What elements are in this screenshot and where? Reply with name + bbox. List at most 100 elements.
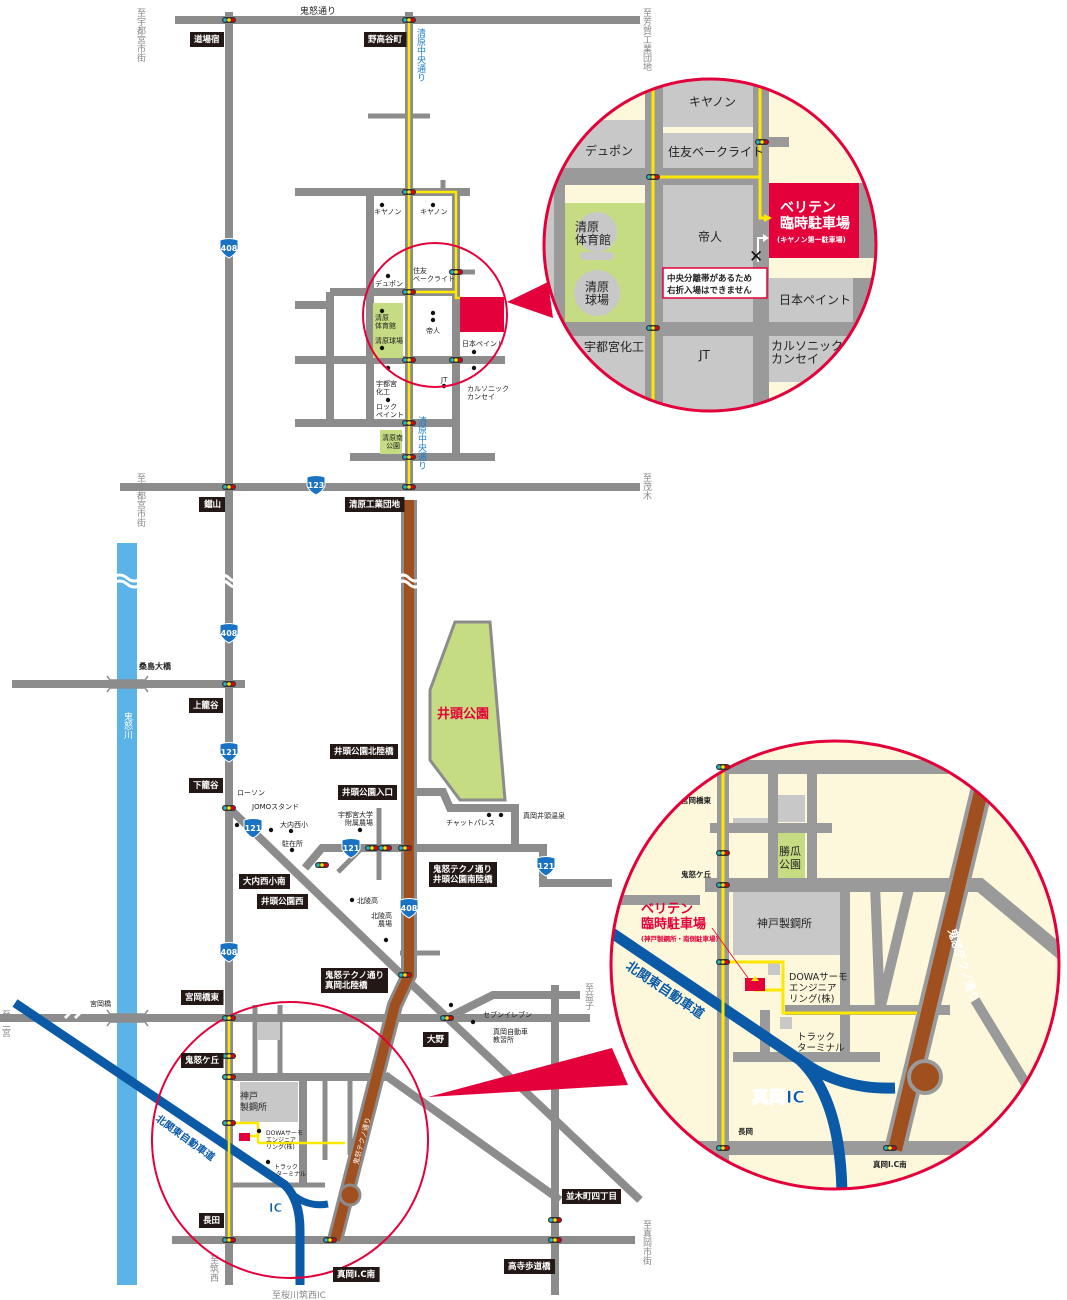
intersection-igashira-kita: 井頭公園北陸橋	[330, 744, 399, 759]
no-right-turn-mark: ✕	[749, 247, 763, 267]
inset1-nippon-paint: 日本ペイント	[779, 293, 851, 307]
svg-text:121: 121	[221, 748, 238, 757]
landmark-dot-icon	[486, 812, 492, 818]
traffic-signal-icon	[402, 357, 416, 363]
intersection-kiyohara-kogyo: 清原工業団地	[345, 497, 405, 512]
traffic-signal-icon	[402, 454, 416, 460]
landmark-dot-icon	[288, 828, 294, 834]
road-network	[0, 12, 643, 1295]
route-121-shield: 121	[341, 838, 361, 859]
inset1-stadium: 清原球場	[585, 280, 609, 307]
route-408-shield: 408	[219, 942, 239, 963]
landmark-minami-park: 清原南公園	[382, 433, 403, 450]
landmark-dot-icon	[379, 308, 385, 314]
svg-text:宮岡橋東: 宮岡橋東	[185, 992, 220, 1003]
traffic-signal-icon	[883, 1145, 897, 1151]
traffic-signal-icon	[716, 764, 730, 770]
svg-text:121: 121	[245, 824, 262, 833]
direction-motegi: 至茂木	[641, 473, 652, 501]
kinu-river	[117, 543, 137, 1285]
label-background	[181, 990, 224, 1005]
inset2-truck: トラックターミナル	[797, 1032, 845, 1054]
traffic-signal-icon	[716, 850, 730, 856]
moka-ic-label: 真岡IC	[245, 1200, 282, 1215]
label-background	[345, 497, 405, 512]
landmarks: キヤノン キヤノン 住友ベークライト デュポン 清原体育館 清原球場 帝人 日本…	[234, 202, 565, 1178]
moka-ic-ramp	[285, 1187, 329, 1209]
label-background	[181, 1053, 224, 1068]
traffic-signal-icon	[222, 805, 236, 811]
intersection-moka-ic-minami: 真岡I.C南	[333, 1267, 380, 1282]
label-background	[330, 744, 399, 759]
landmark-dot-icon	[385, 273, 391, 279]
landmark-dot-icon	[498, 812, 504, 818]
label-background	[257, 894, 309, 909]
callout-circle-moka	[151, 1001, 429, 1279]
svg-text:並木町四丁目: 並木町四丁目	[566, 1191, 617, 1202]
route-123-shield: 123	[306, 475, 326, 496]
svg-text:鐺山: 鐺山	[203, 499, 221, 510]
svg-text:鬼怒テクノ通り井頭公園南陸橋: 鬼怒テクノ通り井頭公園南陸橋	[433, 864, 493, 885]
label-background	[189, 778, 224, 793]
route-121-shield: 121	[243, 818, 263, 839]
traffic-signal-icon	[449, 357, 463, 363]
callout-pointer-moka	[428, 1048, 628, 1097]
inset2-parking-sub: (神戸製鋼所・南側駐車場)	[641, 934, 718, 943]
traffic-signal-icon	[323, 1237, 337, 1243]
intersection-techno-igashira-minami: 鬼怒テクノ通り井頭公園南陸橋	[429, 862, 498, 887]
traffic-signal-icon	[402, 17, 416, 23]
landmark-nippon-paint: 日本ペイント	[462, 339, 504, 348]
traffic-signal-icon	[716, 1145, 730, 1151]
inset2-kinugaoka: 鬼怒ケ丘	[681, 869, 711, 879]
landmark-dot-icon	[471, 365, 477, 371]
inset2-kobe: 神戸製鋼所	[757, 916, 812, 930]
inset2-parking-title: ベリテン臨時駐車場	[641, 902, 706, 932]
label-background	[504, 1259, 556, 1274]
label-background	[423, 1032, 449, 1047]
traffic-signal-icon	[222, 1074, 236, 1080]
traffic-signal-icon	[365, 845, 379, 851]
direction-chikusei: 至筑西	[208, 1255, 219, 1283]
label-background	[562, 1189, 622, 1204]
label-background	[189, 698, 224, 713]
direction-sakuragawa: 至桜川筑西IC	[272, 1289, 326, 1300]
label-background	[364, 32, 407, 47]
svg-text:123: 123	[308, 481, 325, 490]
route-shields: 408 408 408 408 123 121 121 121 121	[219, 238, 556, 963]
landmark-sumitomo: 住友ベークライト	[413, 266, 455, 283]
svg-text:清原工業団地: 清原工業団地	[349, 499, 401, 510]
traffic-signal-icon	[222, 484, 236, 490]
bridge-marks	[63, 675, 149, 1027]
landmark-canon-2: キヤノン	[420, 208, 447, 216]
traffic-signal-icon	[402, 484, 416, 490]
svg-text:121: 121	[343, 844, 360, 853]
igashira-park	[428, 620, 507, 802]
inset2-park: 勝瓜公園	[779, 844, 801, 871]
bridge-kuwajima: 桑島大橋	[138, 661, 172, 671]
traffic-signal-icon	[402, 189, 416, 195]
traffic-signal-icon	[440, 1015, 454, 1021]
landmark-dot-icon	[448, 1002, 454, 1008]
landmark-dot-icon	[256, 1128, 262, 1134]
traffic-signal-icon	[716, 959, 730, 965]
intersection-takadera: 高寺歩道橋	[504, 1259, 556, 1274]
inset2-nagaoka: 長岡	[738, 1127, 753, 1136]
landmark-calsonic: カルソニックカンセイ	[467, 385, 509, 401]
traffic-signal-icon	[222, 1053, 236, 1059]
landmark-kobe-steel: 神戸製鋼所	[240, 1090, 267, 1113]
traffic-signal-icon	[222, 1015, 236, 1021]
inset1-parking-sub: (キヤノン第一駐車場)	[777, 235, 846, 244]
inset1-notice: 中央分離帯があるため右折入場はできません	[666, 273, 752, 296]
landmark-police: 駐在所	[282, 839, 303, 848]
route-408-shield: 408	[219, 238, 239, 259]
svg-text:鬼怒ケ丘: 鬼怒ケ丘	[185, 1055, 220, 1066]
svg-text:大野: 大野	[427, 1034, 445, 1045]
traffic-signal-icon	[755, 139, 769, 145]
traffic-signal-icon	[646, 174, 660, 180]
landmark-dot-icon	[357, 827, 363, 833]
svg-text:鬼怒テクノ通り真岡北陸橋: 鬼怒テクノ通り真岡北陸橋	[325, 970, 384, 991]
kiyohara-sports-park	[373, 303, 403, 358]
intersection-miyaokabashi-higashi: 宮岡橋東	[181, 990, 224, 1005]
inset1-sumitomo: 住友ベークライト	[668, 145, 764, 159]
landmark-dot-icon	[349, 897, 355, 903]
